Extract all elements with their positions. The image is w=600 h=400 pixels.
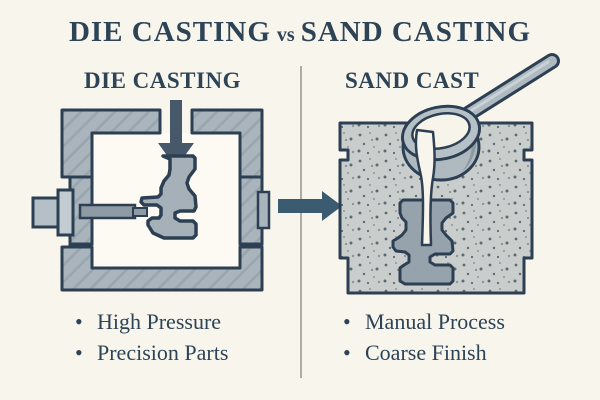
bullet-dot: • [75, 309, 83, 334]
die-casting-points: • High Pressure • Precision Parts [75, 306, 228, 368]
bullet-label: High Pressure [97, 309, 222, 334]
bullet-label: Coarse Finish [365, 340, 487, 365]
bullet-label: Precision Parts [97, 340, 229, 365]
bullet-label: Manual Process [365, 309, 505, 334]
bullet-point-precision-parts: • Precision Parts [75, 337, 228, 368]
die-casting-heading: DIE CASTING [84, 68, 241, 93]
mold-block-top-left [60, 108, 162, 179]
mold-block-bottom [60, 245, 264, 292]
ladle-icon [400, 104, 482, 182]
sand-casting-points: • Manual Process • Coarse Finish [343, 306, 505, 368]
bullet-dot: • [343, 340, 351, 365]
flow-arrow-icon [278, 191, 342, 221]
vertical-divider [300, 66, 302, 378]
molten-stream [414, 128, 436, 247]
die-casting-illustration [31, 100, 271, 292]
bullet-dot: • [343, 309, 351, 334]
sand-casting-heading: SAND CAST [345, 68, 480, 93]
bullet-point-high-pressure: • High Pressure [75, 306, 228, 337]
plunger-icon [31, 188, 148, 237]
bullet-point-coarse-finish: • Coarse Finish [343, 337, 505, 368]
title-vs: vs [276, 24, 295, 46]
bullet-point-manual-process: • Manual Process [343, 306, 505, 337]
title-left-part: DIE CASTING [68, 16, 271, 48]
mold-side-boss [256, 190, 271, 230]
ladle-handle [460, 53, 560, 122]
cast-part [139, 154, 198, 240]
title-right-part: SAND CASTING [300, 16, 532, 48]
bullet-dot: • [75, 340, 83, 365]
sand-casting-illustration [338, 53, 560, 295]
